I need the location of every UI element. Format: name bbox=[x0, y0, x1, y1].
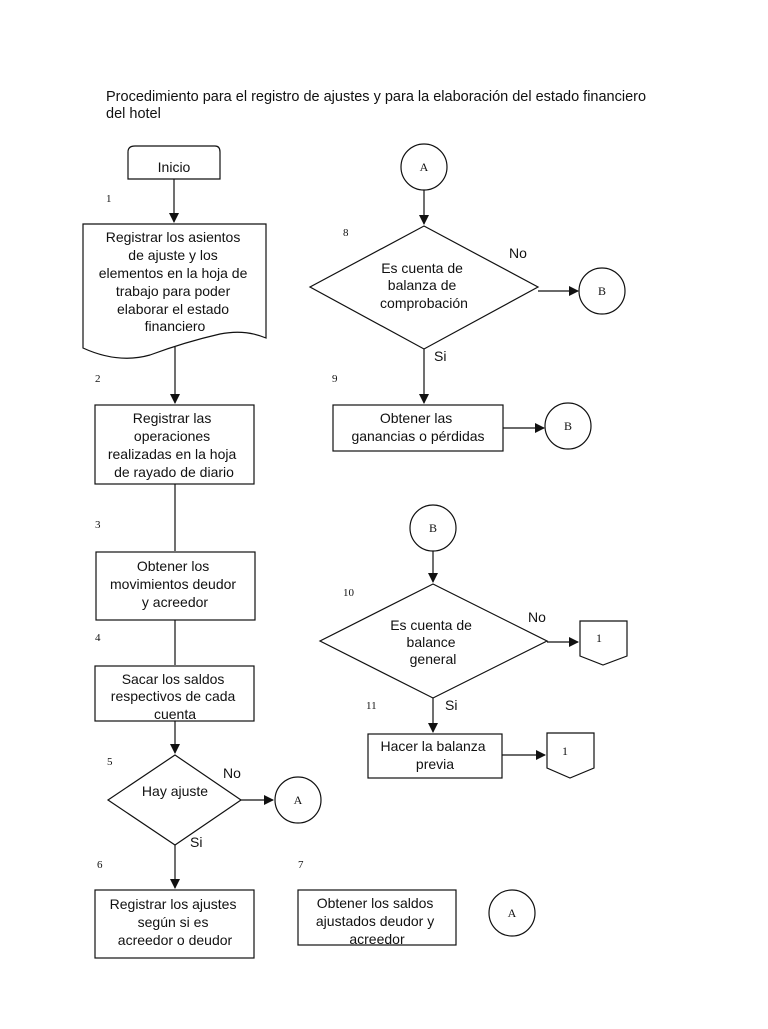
connector-b-circle bbox=[544, 402, 592, 450]
branch-no-label: No bbox=[509, 245, 527, 261]
process-label: Registrar las operaciones realizadas en … bbox=[108, 410, 240, 480]
branch-yes-label: Si bbox=[445, 697, 457, 713]
branch-yes-label: Si bbox=[190, 834, 202, 850]
process-label: Obtener los saldos ajustados deudor y ac… bbox=[316, 895, 438, 947]
process-obtener-movimientos: Obtener los movimientos deudor y acreedo… bbox=[95, 551, 256, 621]
offpage-connector-1: 1 bbox=[546, 732, 595, 779]
page-title: Procedimiento para el registro de ajuste… bbox=[106, 89, 647, 122]
step-number: 9 bbox=[332, 373, 338, 385]
process-hacer-balanza: Hacer la balanza previa bbox=[367, 733, 503, 779]
step-number: 4 bbox=[95, 632, 101, 644]
connector-b-circle bbox=[578, 267, 626, 315]
decision-hay-ajuste: Hay ajuste bbox=[106, 754, 243, 846]
connector-b-label: B bbox=[429, 521, 437, 535]
step-number: 7 bbox=[298, 859, 304, 871]
process-sacar-saldos: Sacar los saldos respectivos de cada cue… bbox=[94, 665, 255, 722]
decision-label: Es cuenta de balanza de comprobación bbox=[380, 260, 468, 311]
process-registrar-operaciones: Registrar las operaciones realizadas en … bbox=[94, 404, 255, 485]
decision-label: Hay ajuste bbox=[142, 783, 208, 799]
step-number: 6 bbox=[97, 859, 103, 871]
offpage-connector-label: 1 bbox=[596, 631, 602, 645]
connector-a-label: A bbox=[508, 906, 517, 920]
process-label: Registrar los ajustes según si es acreed… bbox=[110, 896, 241, 948]
step-number: 2 bbox=[95, 373, 101, 385]
start-label: Inicio bbox=[158, 159, 191, 175]
step-number: 10 bbox=[343, 587, 355, 599]
branch-no-label: No bbox=[528, 609, 546, 625]
connector-b-label: B bbox=[598, 284, 606, 298]
document-registrar-asientos: Registrar los asientos de ajuste y los e… bbox=[82, 223, 267, 359]
step-number: 5 bbox=[107, 756, 113, 768]
process-registrar-ajustes: Registrar los ajustes según si es acreed… bbox=[94, 889, 255, 959]
step-number: 1 bbox=[106, 193, 112, 205]
step-number: 8 bbox=[343, 227, 349, 239]
process-obtener-saldos: Obtener los saldos ajustados deudor y ac… bbox=[297, 889, 457, 947]
offpage-connector-1: 1 bbox=[579, 620, 628, 666]
process-obtener-ganancias: Obtener las ganancias o pérdidas bbox=[332, 404, 504, 452]
branch-yes-label: Si bbox=[434, 348, 446, 364]
process-label: Obtener los movimientos deudor y acreedo… bbox=[110, 558, 240, 610]
connector-a-label: A bbox=[294, 793, 303, 807]
decision-label: Es cuenta de balance general bbox=[390, 617, 476, 667]
connector-a-label: A bbox=[420, 160, 429, 174]
decision-cuenta-balance: Es cuenta de balance general bbox=[318, 583, 549, 699]
step-number: 11 bbox=[366, 700, 377, 712]
start-terminal: Inicio bbox=[127, 145, 221, 180]
offpage-connector-label: 1 bbox=[562, 744, 568, 758]
process-label: Obtener las ganancias o pérdidas bbox=[351, 410, 484, 444]
process-label: Sacar los saldos respectivos de cada cue… bbox=[111, 671, 239, 722]
document-label: Registrar los asientos de ajuste y los e… bbox=[99, 229, 252, 334]
step-number: 3 bbox=[95, 519, 101, 531]
connector-a-circle bbox=[274, 776, 322, 824]
connector-b-label: B bbox=[564, 419, 572, 433]
branch-no-label: No bbox=[223, 765, 241, 781]
process-label: Hacer la balanza previa bbox=[381, 738, 490, 772]
connector-a-circle bbox=[488, 889, 536, 937]
decision-cuenta-comprobacion: Es cuenta de balanza de comprobación bbox=[308, 225, 540, 350]
